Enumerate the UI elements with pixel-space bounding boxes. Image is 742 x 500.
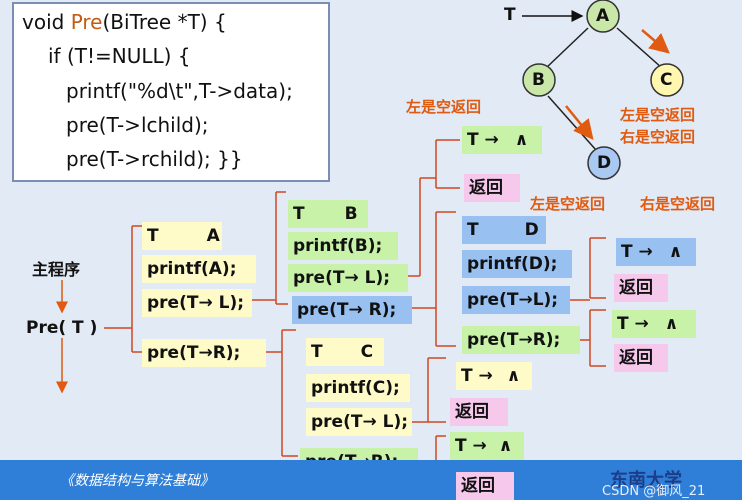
node-a [586, 0, 620, 33]
frame-c-printf: printf(C); [306, 374, 410, 402]
university-logo: 东南大学 [610, 470, 682, 491]
note-d-right-empty: 右是空返回 [640, 195, 716, 213]
watermark: CSDN @御风_21 [602, 484, 706, 499]
node-b-label: B [532, 70, 545, 90]
frame-bl-return: 返回 [464, 174, 520, 202]
node-c-label: C [660, 70, 673, 90]
frame-a-prel: pre(T→ L); [142, 289, 252, 317]
frame-a-printf: printf(A); [142, 255, 256, 283]
binary-tree [522, 0, 684, 180]
edge-a-b [545, 27, 589, 69]
bracket-a-prer [266, 329, 298, 457]
arrow-hint-c [641, 29, 670, 54]
bracket-c-prel [412, 357, 446, 423]
frame-d-printf: printf(D); [462, 250, 572, 278]
frame-cr-return: 返回 [456, 472, 514, 500]
frame-dl-pointer: T →∧ [616, 238, 696, 266]
frame-cl-return: 返回 [450, 398, 508, 426]
bracket-b-prel [408, 139, 460, 277]
node-b [522, 63, 556, 97]
bracket-pre-t [104, 225, 142, 353]
edge-a-c [616, 27, 663, 69]
note-b-left-empty: 左是空返回 [406, 98, 482, 116]
frame-dl-return: 返回 [614, 274, 668, 302]
arrow-hint-d [565, 105, 594, 140]
node-d [587, 146, 621, 180]
node-d-label: D [597, 153, 612, 173]
main-program-label: 主程序 [32, 260, 81, 279]
edge-b-d [547, 95, 597, 151]
note-d-left-empty: 左是空返回 [530, 195, 606, 213]
frame-dr-pointer: T →∧ [612, 310, 696, 338]
frame-d-prer: pre(T→R); [462, 326, 580, 354]
frame-cl-pointer: T →∧ [456, 362, 532, 390]
frame-b-printf: printf(B); [288, 232, 398, 260]
footer-bar: 《数据结构与算法基础》 东南大学 CSDN @御风_21 [0, 460, 742, 500]
bracket-a-prel [252, 191, 288, 305]
code-line-3: printf("%d\t",T->data); [66, 79, 293, 103]
node-c [650, 63, 684, 97]
bracket-d-prer [580, 309, 606, 367]
bracket-d-prel [570, 237, 606, 301]
call-brackets [104, 139, 606, 497]
frame-d-prel: pre(T→L); [462, 286, 570, 314]
frame-a-prer: pre(T→R); [142, 339, 266, 367]
note-c-left-empty: 左是空返回 [620, 106, 696, 124]
code-line-4: pre(T->lchild); [66, 113, 209, 137]
code-line-5: pre(T->rchild); }} [66, 147, 243, 171]
bracket-b-prer [412, 211, 456, 347]
frame-bl-pointer: T →∧ [462, 126, 542, 154]
frame-c-prel: pre(T→ L); [306, 408, 412, 436]
frame-b-prel: pre(T→ L); [288, 264, 408, 292]
note-c-right-empty: 右是空返回 [620, 128, 696, 146]
frame-b-prer: pre(T→ R); [292, 296, 412, 324]
course-title: 《数据结构与算法基础》 [60, 473, 214, 489]
node-a-label: A [596, 6, 610, 26]
code-line-1: void Pre(BiTree *T) { [22, 10, 227, 34]
frame-cr-pointer: T →∧ [450, 432, 524, 460]
frame-dr-return: 返回 [614, 344, 668, 372]
code-listing: void Pre(BiTree *T) { if (T!=NULL) { pri… [12, 2, 330, 182]
tree-pointer-label: T [504, 5, 516, 25]
code-line-2: if (T!=NULL) { [48, 44, 191, 68]
pre-call-label: Pre( T ) [26, 318, 98, 338]
